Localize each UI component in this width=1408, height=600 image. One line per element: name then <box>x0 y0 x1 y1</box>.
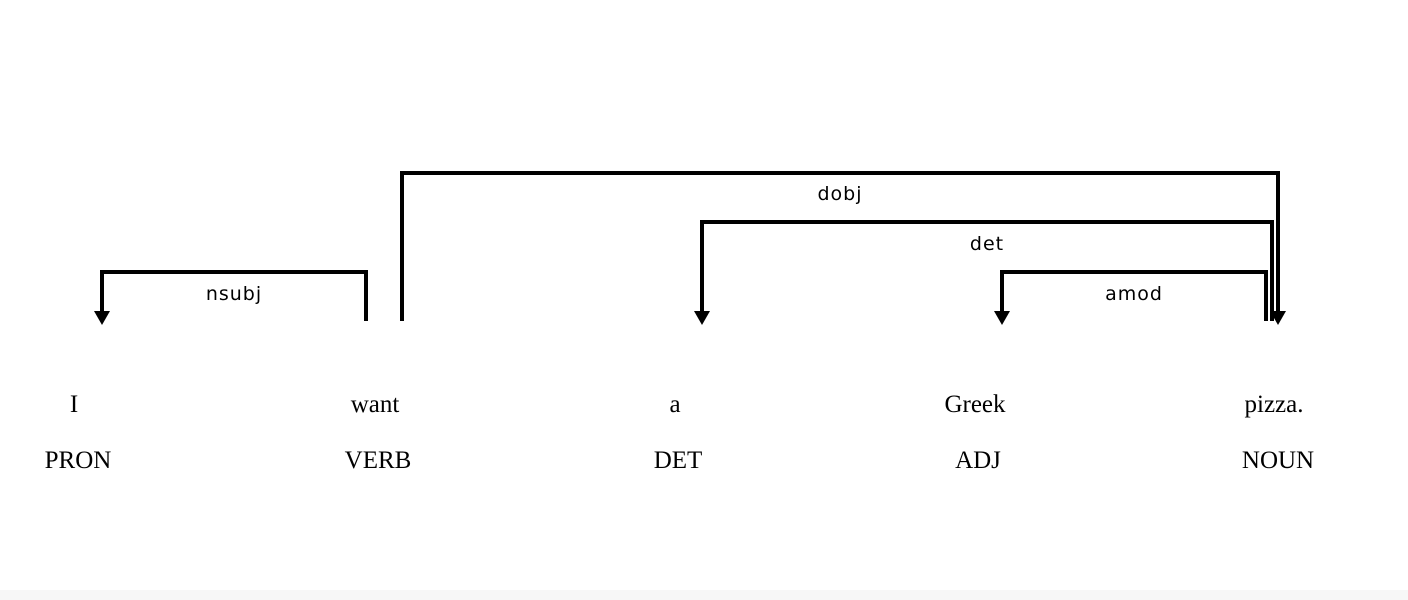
arc-nsubj: nsubj <box>94 270 368 325</box>
token-greek: Greek ADJ <box>944 391 1006 474</box>
arrowhead-icon <box>994 311 1010 325</box>
arc-label: nsubj <box>206 283 262 305</box>
token-word: I <box>70 391 78 418</box>
bottom-band <box>0 590 1408 600</box>
token-a: a DET <box>654 391 703 474</box>
arc-dobj: dobj <box>400 171 1286 325</box>
arc-det: det <box>694 220 1274 325</box>
arc-label: det <box>970 233 1004 255</box>
arc-line <box>1000 270 1268 321</box>
token-pos-tag: PRON <box>45 447 112 474</box>
token-pos-tag: NOUN <box>1242 447 1314 474</box>
token-word: want <box>351 391 400 418</box>
arc-label: amod <box>1105 283 1163 305</box>
arc-line <box>400 171 1280 321</box>
token-word: a <box>669 391 680 418</box>
token-word: Greek <box>944 391 1006 418</box>
token-pos-tag: DET <box>654 447 703 474</box>
arc-line <box>700 220 1274 321</box>
arc-amod: amod <box>994 270 1268 325</box>
token-pizza: pizza. NOUN <box>1242 391 1314 474</box>
arrowhead-icon <box>94 311 110 325</box>
token-pos-tag: VERB <box>345 447 412 474</box>
arc-line <box>100 270 368 321</box>
token-want: want VERB <box>345 391 412 474</box>
arc-label: dobj <box>817 183 862 205</box>
token-word: pizza. <box>1245 391 1304 418</box>
arrowhead-icon <box>694 311 710 325</box>
token-i: I PRON <box>45 391 112 474</box>
token-pos-tag: ADJ <box>955 447 1001 474</box>
